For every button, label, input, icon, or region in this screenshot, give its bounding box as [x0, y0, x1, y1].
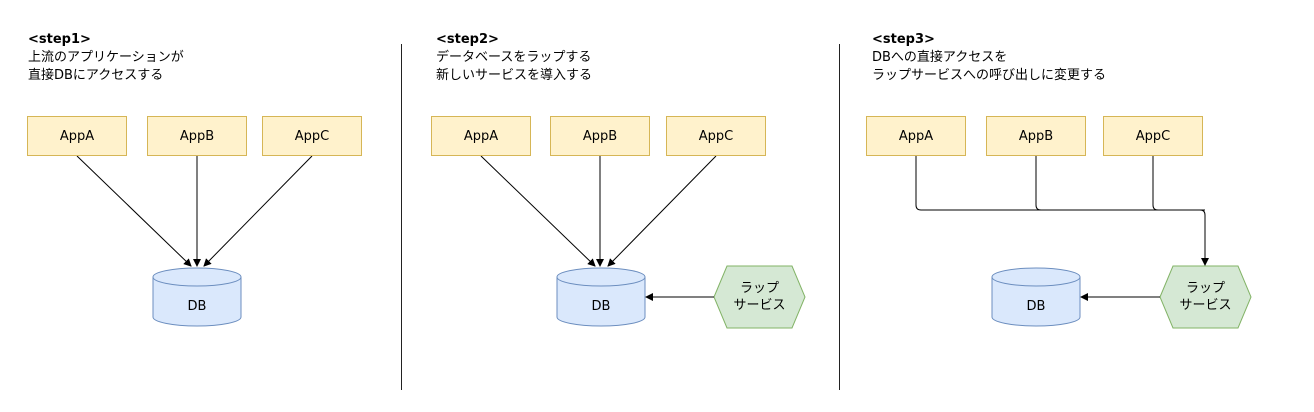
step3-app-a-label: AppA [898, 128, 934, 144]
step2-edge-appc-db [607, 155, 717, 267]
step2-desc-line2: 新しいサービスを導入する [436, 68, 593, 83]
step2-wrap-service-line1: ラップ [739, 281, 779, 296]
step1-app-c-label: AppC [294, 128, 330, 144]
step1-desc-line2: 直接DBにアクセスする [28, 68, 164, 83]
step2-title: <step2> データベースをラップする 新しいサービスを導入する [436, 31, 592, 85]
step3-app-a: AppA [866, 116, 966, 156]
step3-db-shape [991, 267, 1081, 327]
step2-wrap-service-line2: サービス [733, 298, 786, 313]
divider-1 [401, 44, 402, 390]
step3-edge-appc-wrap [1152, 156, 1205, 211]
step3-label: <step3> [872, 32, 935, 47]
step3-wrap-service-shape [1159, 265, 1252, 329]
step1-app-b: AppB [147, 116, 247, 156]
step2-app-a: AppA [431, 116, 531, 156]
step1-edge-appc-db [203, 155, 313, 267]
step1-app-a-label: AppA [59, 128, 95, 144]
step2-label: <step2> [436, 32, 499, 47]
divider-2 [839, 44, 840, 390]
step3-wrap-service-line1: ラップ [1185, 281, 1225, 296]
step2-desc-line1: データベースをラップする [436, 50, 592, 65]
step3-wrap-service-line2: サービス [1179, 298, 1232, 313]
step2-db-label: DB [591, 299, 611, 314]
step1-app-b-label: AppB [179, 128, 215, 144]
step2-wrap-service-label: ラップ サービス [714, 280, 805, 314]
step1-app-c: AppC [262, 116, 362, 156]
step1-desc-line1: 上流のアプリケーションが [28, 50, 184, 65]
step3-db-label: DB [1026, 299, 1046, 314]
step1-edge-appa-db [76, 155, 192, 267]
step3-title: <step3> DBへの直接アクセスを ラップサービスへの呼び出しに変更する [872, 31, 1106, 85]
step2-app-b-label: AppB [582, 128, 618, 144]
step3-app-c-label: AppC [1135, 128, 1171, 144]
step3-edge-appb-wrap [1035, 156, 1205, 211]
step3-desc-line2: ラップサービスへの呼び出しに変更する [872, 68, 1107, 83]
step3-app-b-label: AppB [1018, 128, 1054, 144]
step2-wrap-service-shape [713, 265, 806, 329]
step1-title: <step1> 上流のアプリケーションが 直接DBにアクセスする [28, 31, 184, 85]
step1-app-a: AppA [27, 116, 127, 156]
step1-db-shape [152, 267, 242, 327]
step2-app-c: AppC [666, 116, 766, 156]
step1-db-label: DB [187, 299, 207, 314]
step3-app-b: AppB [986, 116, 1086, 156]
step3-app-c: AppC [1103, 116, 1203, 156]
step3-desc-line1: DBへの直接アクセスを [872, 50, 1008, 65]
step2-app-a-label: AppA [463, 128, 499, 144]
step2-edge-appa-db [480, 155, 596, 267]
step2-app-b: AppB [550, 116, 650, 156]
step2-db-shape [556, 267, 646, 327]
step2-app-c-label: AppC [698, 128, 734, 144]
step3-wrap-service-label: ラップ サービス [1160, 280, 1251, 314]
step1-label: <step1> [28, 32, 91, 47]
